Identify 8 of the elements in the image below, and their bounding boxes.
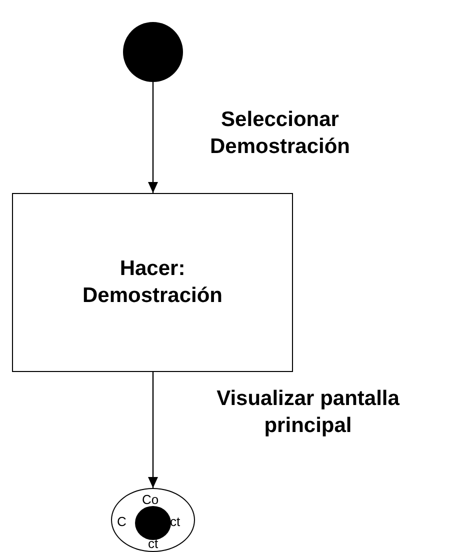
activity-box	[12, 193, 293, 372]
arrow	[148, 82, 158, 193]
activity-text: Hacer: Demostración	[81, 256, 224, 308]
text-fragment: ct	[148, 537, 158, 550]
text-fragment: C	[117, 515, 126, 528]
text-fragment: ct	[170, 515, 180, 528]
text-fragment: Co	[142, 493, 159, 506]
arrow	[148, 372, 158, 488]
